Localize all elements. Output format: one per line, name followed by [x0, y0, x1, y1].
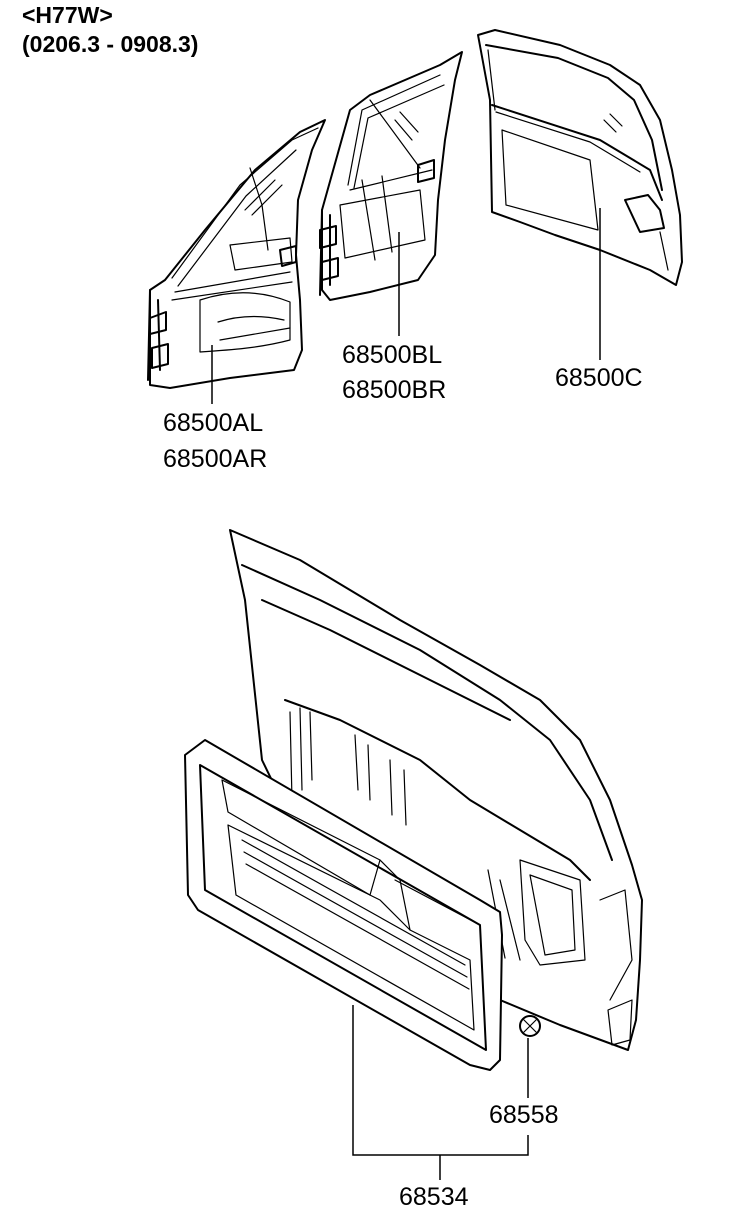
callout-rear-door-right: 68500BR [342, 376, 447, 404]
callout-tail-gate: 68500C [555, 364, 643, 392]
model-code-label: <H77W> [22, 2, 113, 28]
tail-gate-illustration [477, 29, 683, 286]
callout-rear-door-left: 68500BL [342, 341, 443, 369]
front-door-illustration [147, 119, 326, 389]
date-range-label: (0206.3 - 0908.3) [22, 31, 199, 57]
trim-panel-illustration [184, 739, 503, 1071]
callout-trim-clip: 68558 [489, 1101, 559, 1129]
callout-front-door-left: 68500AL [163, 409, 264, 437]
leader-lines [211, 208, 601, 1180]
callout-front-door-right: 68500AR [163, 445, 268, 473]
callout-trim-panel-assy: 68534 [399, 1183, 469, 1211]
rear-door-illustration [319, 51, 463, 301]
trim-clip-illustration [519, 1015, 541, 1037]
